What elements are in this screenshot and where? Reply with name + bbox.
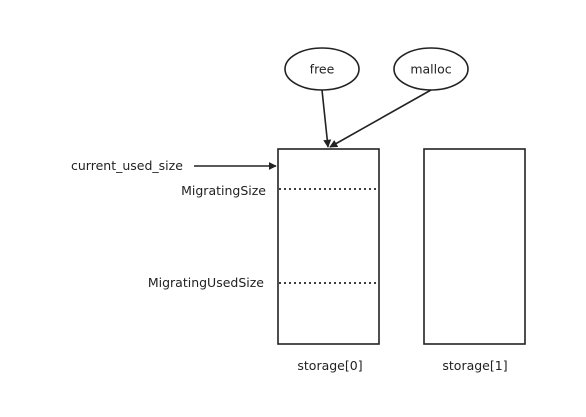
current-used-size-label: current_used_size <box>71 158 183 173</box>
migrating-used-size-label: MigratingUsedSize <box>148 275 264 290</box>
malloc-arrow <box>329 89 432 148</box>
storage-0-label: storage[0] <box>297 358 362 373</box>
storage-1-label: storage[1] <box>442 358 507 373</box>
free-node: free <box>284 47 360 91</box>
storage-0-box <box>277 148 380 345</box>
free-arrow <box>321 89 332 148</box>
storage-1-box <box>423 148 526 345</box>
free-label: free <box>310 62 335 77</box>
migrating-size-label: MigratingSize <box>181 183 266 198</box>
malloc-node: malloc <box>393 47 469 91</box>
malloc-label: malloc <box>410 62 451 77</box>
